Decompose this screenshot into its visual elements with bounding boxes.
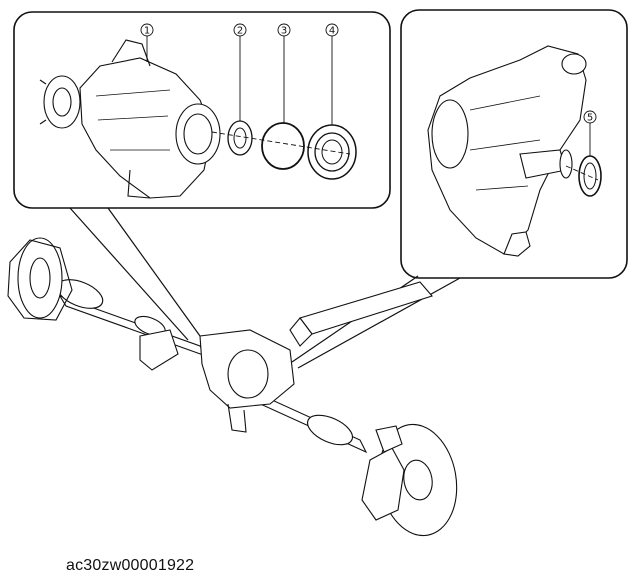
callout-2: 2	[233, 23, 247, 121]
callout-4-label: 4	[329, 26, 335, 37]
callout-5: 5	[583, 110, 597, 156]
callout-1: 1	[140, 23, 154, 62]
axis-dashed-line-transfer	[565, 165, 599, 181]
callout-2-label: 2	[237, 26, 243, 37]
callout-1-label: 1	[144, 26, 150, 37]
ring-part-3	[261, 122, 305, 170]
callout-5-label: 5	[587, 113, 593, 124]
figure-caption: ac30zw00001922	[66, 557, 195, 574]
seal-part-2	[227, 120, 253, 156]
callout-4: 4	[325, 23, 339, 125]
rear-differential-assembly	[39, 39, 221, 199]
transfer-case-assembly	[427, 45, 587, 257]
vehicle-drivetrain-assembly	[7, 237, 458, 537]
callout-3: 3	[277, 23, 291, 123]
seal-part-5	[578, 155, 602, 197]
axis-dashed-line	[211, 131, 351, 155]
seal-part-4	[307, 124, 357, 180]
callout-3-label: 3	[281, 26, 287, 37]
